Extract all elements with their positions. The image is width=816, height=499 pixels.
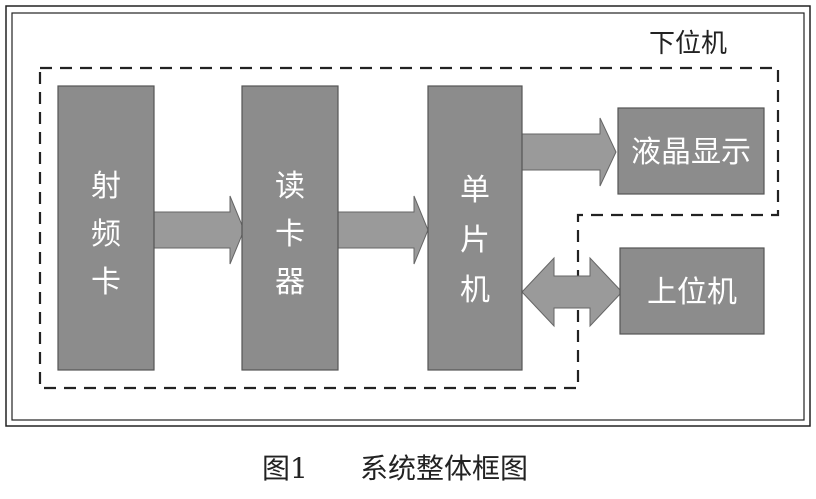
- rf-card-block: [57, 85, 155, 371]
- lower-computer-label: 下位机: [649, 29, 727, 59]
- host-pc-block: [619, 247, 765, 335]
- host-pc-label: 上位机: [647, 275, 737, 310]
- rf-card-label-char-2: 频: [91, 217, 121, 252]
- mcu-label-char-1: 单: [460, 173, 490, 208]
- outer-frame: [5, 5, 811, 427]
- arrow-mcu-host-bidirectional: [521, 256, 623, 328]
- figure-number: 图1: [262, 452, 308, 485]
- arrow-reader-to-mcu: [337, 195, 429, 265]
- rf-card-label-char-1: 射: [91, 169, 121, 204]
- figure-caption: 系统整体框图: [360, 452, 528, 485]
- card-reader-label-char-3: 器: [275, 265, 305, 300]
- card-reader-block: [241, 85, 339, 371]
- rf-card-label-char-3: 卡: [91, 265, 121, 300]
- lcd-block: [617, 107, 765, 195]
- mcu-label-char-3: 机: [460, 273, 490, 308]
- arrow-rf-to-reader: [153, 195, 245, 265]
- card-reader-label-char-1: 读: [275, 169, 305, 204]
- lcd-label: 液晶显示: [631, 135, 751, 170]
- mcu-block: [427, 85, 523, 371]
- arrow-mcu-to-lcd: [521, 117, 617, 187]
- inner-frame: [11, 12, 805, 421]
- card-reader-label-char-2: 卡: [275, 217, 305, 252]
- mcu-label-char-2: 片: [460, 223, 490, 258]
- lower-computer-boundary: [38, 66, 780, 390]
